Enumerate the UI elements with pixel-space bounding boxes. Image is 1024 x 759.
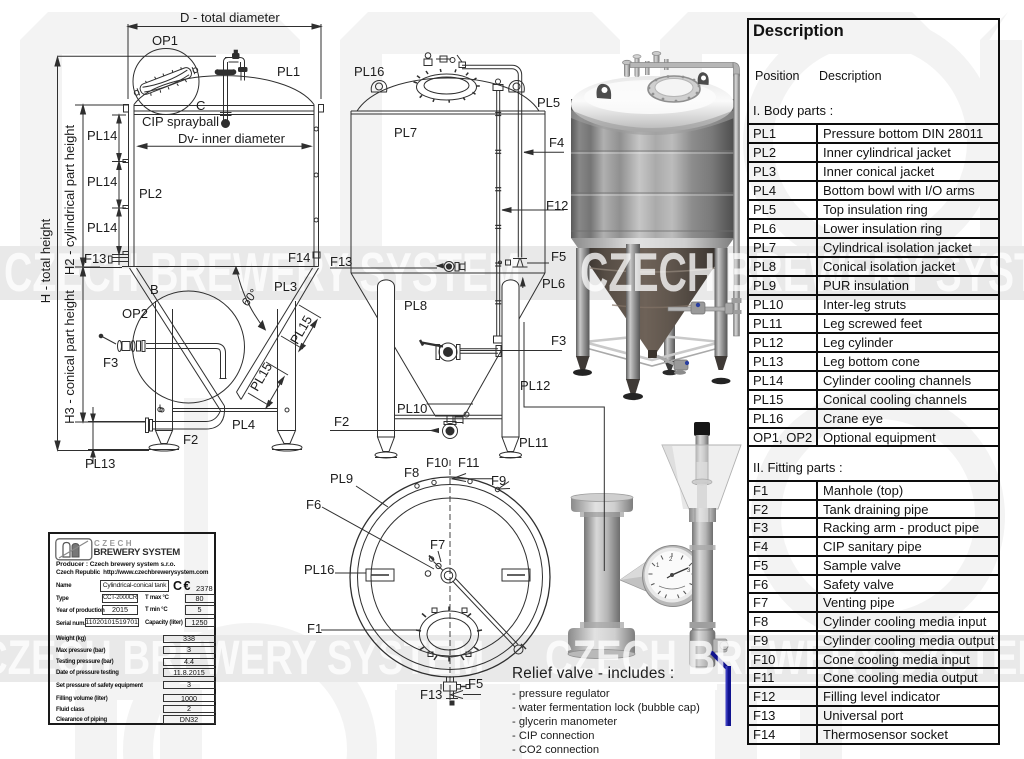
svg-text:F11: F11 <box>458 455 479 470</box>
svg-text:1: 1 <box>656 563 660 569</box>
svg-text:F1: F1 <box>307 621 322 636</box>
svg-text:PL8: PL8 <box>404 298 427 313</box>
svg-text:2: 2 <box>669 557 673 563</box>
svg-text:PL4: PL4 <box>232 417 255 432</box>
svg-text:PL9: PL9 <box>330 471 353 486</box>
svg-text:PL15: PL15 <box>247 360 275 394</box>
svg-text:F13: F13 <box>420 687 442 702</box>
svg-text:H2 - cylindrical part height: H2 - cylindrical part height <box>62 124 77 275</box>
svg-text:PL14: PL14 <box>87 128 117 143</box>
svg-text:C: C <box>196 98 205 113</box>
svg-text:CZECH BREWERY SYSTEM: CZECH BREWERY SYSTEM <box>580 243 1024 304</box>
svg-text:PL14: PL14 <box>87 174 117 189</box>
svg-text:F5: F5 <box>551 249 566 264</box>
svg-text:H - total height: H - total height <box>38 218 53 303</box>
svg-text:PL6: PL6 <box>542 276 565 291</box>
svg-text:CZECH BREWERY SYSTEM: CZECH BREWERY SYSTEM <box>545 631 1024 685</box>
svg-text:F8: F8 <box>404 465 419 480</box>
svg-text:PL10: PL10 <box>397 401 427 416</box>
svg-text:F12: F12 <box>546 198 568 213</box>
svg-text:CIP sprayball: CIP sprayball <box>142 114 219 129</box>
svg-text:PL1: PL1 <box>277 64 300 79</box>
svg-text:PL12: PL12 <box>520 378 550 393</box>
svg-text:F5: F5 <box>468 676 483 691</box>
svg-text:F3: F3 <box>551 333 566 348</box>
svg-text:Dv- inner diameter: Dv- inner diameter <box>178 131 286 146</box>
svg-text:PL7: PL7 <box>394 125 417 140</box>
svg-text:OP1: OP1 <box>152 33 178 48</box>
svg-text:F2: F2 <box>334 414 349 429</box>
svg-text:F3: F3 <box>103 355 118 370</box>
svg-text:PL5: PL5 <box>537 95 560 110</box>
svg-text:F13: F13 <box>84 251 106 266</box>
svg-text:B: B <box>150 282 159 297</box>
svg-text:OP2: OP2 <box>122 306 148 321</box>
svg-text:D - total diameter: D - total diameter <box>180 10 280 25</box>
svg-text:F9: F9 <box>491 473 506 488</box>
svg-text:PL14: PL14 <box>87 220 117 235</box>
svg-text:3: 3 <box>687 568 691 574</box>
svg-text:PL16: PL16 <box>304 562 334 577</box>
svg-text:PL13: PL13 <box>85 456 115 471</box>
svg-text:PL2: PL2 <box>139 186 162 201</box>
svg-text:CZECH BREWERY SYSTEM: CZECH BREWERY SYSTEM <box>0 631 484 685</box>
svg-text:F6: F6 <box>306 497 321 512</box>
svg-text:F7: F7 <box>430 537 445 552</box>
svg-text:PL3: PL3 <box>274 279 297 294</box>
svg-text:PL16: PL16 <box>354 64 384 79</box>
svg-text:F4: F4 <box>549 135 564 150</box>
svg-text:F10: F10 <box>426 455 448 470</box>
svg-text:H3 - conical part height: H3 - conical part height <box>62 290 77 424</box>
svg-text:F2: F2 <box>183 432 198 447</box>
svg-text:PL11: PL11 <box>519 435 548 450</box>
svg-text:F14: F14 <box>288 250 310 265</box>
svg-text:F13: F13 <box>330 254 352 269</box>
